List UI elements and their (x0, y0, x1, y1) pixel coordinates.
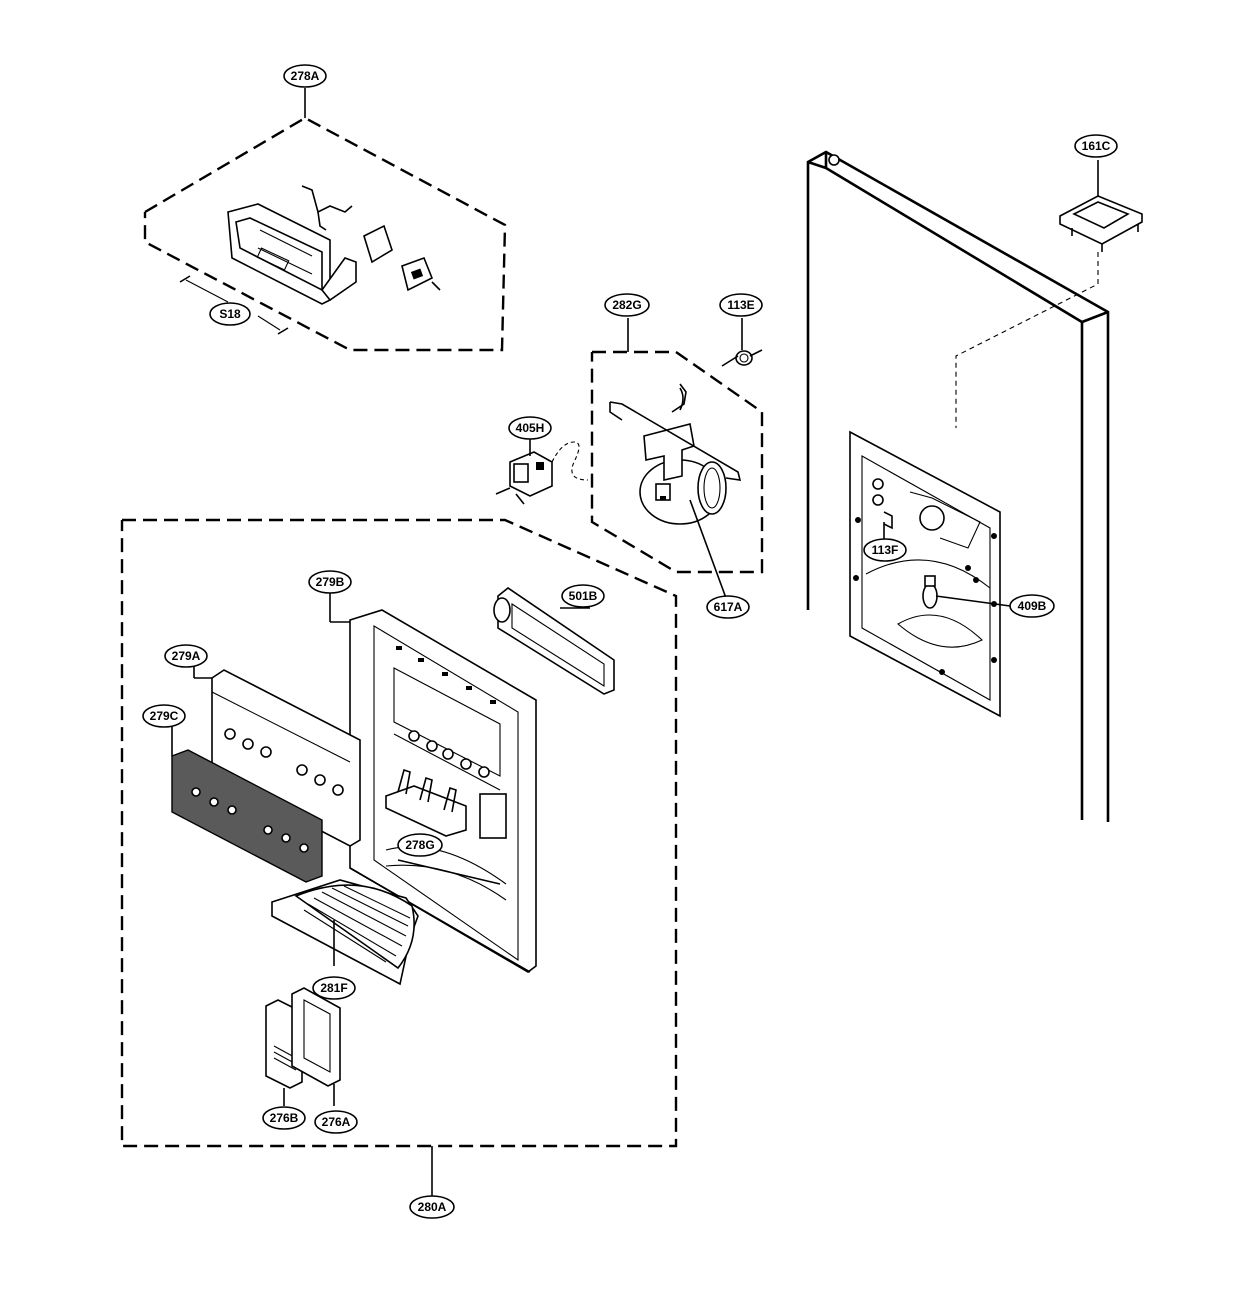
svg-text:113E: 113E (727, 298, 754, 312)
svg-text:113F: 113F (872, 543, 899, 557)
callout-281F: 281F (312, 976, 356, 1000)
svg-text:501B: 501B (569, 589, 598, 603)
callout-113F: 113F (863, 538, 907, 562)
cap-161C-part (1059, 160, 1143, 252)
assembly-278A (143, 88, 507, 352)
svg-text:282G: 282G (612, 298, 641, 312)
svg-text:405H: 405H (516, 421, 545, 435)
callout-405H: 405H (508, 416, 552, 440)
svg-text:280A: 280A (418, 1200, 447, 1214)
callout-279C: 279C (142, 704, 186, 728)
svg-text:279A: 279A (172, 649, 201, 663)
door-panel (806, 150, 1110, 822)
svg-text:279C: 279C (150, 709, 179, 723)
assembly-280A (120, 518, 678, 1196)
callout-279A: 279A (164, 644, 208, 668)
svg-text:281F: 281F (320, 981, 347, 995)
callout-501B: 501B (561, 584, 605, 608)
gasket-plate-part (363, 224, 393, 264)
bulb-409B-part (922, 583, 938, 609)
assembly-282G (590, 318, 764, 574)
svg-text:S18: S18 (219, 307, 241, 321)
tray-281F-part (271, 879, 419, 986)
small-switch-part (401, 256, 441, 292)
dispenser-housing-part (227, 185, 357, 305)
svg-text:276A: 276A (322, 1115, 351, 1129)
callout-113E: 113E (719, 293, 763, 317)
callout-617A: 617A (706, 595, 750, 619)
svg-text:279B: 279B (316, 575, 345, 589)
lever-278G-leader (397, 859, 501, 885)
motor-617A-part (609, 383, 742, 525)
svg-text:278A: 278A (291, 69, 320, 83)
frame-276A-part (291, 987, 341, 1106)
callout-278A: 278A (283, 64, 327, 88)
callout-276B: 276B (262, 1106, 306, 1130)
svg-text:617A: 617A (714, 600, 743, 614)
callout-278G: 278G (397, 833, 443, 857)
screws-S18 (179, 275, 289, 335)
callout-276A: 276A (314, 1110, 358, 1134)
spring-113E-part (721, 318, 763, 367)
switch-405H-part (495, 440, 589, 505)
callout-409B: 409B (1009, 594, 1055, 618)
svg-text:278G: 278G (405, 838, 434, 852)
callout-282G: 282G (604, 293, 650, 317)
callout-279B: 279B (308, 570, 352, 594)
callout-280A: 280A (409, 1195, 455, 1219)
svg-text:409B: 409B (1018, 599, 1047, 613)
filter-501B-part (493, 587, 615, 695)
callout-S18: S18 (209, 302, 251, 326)
svg-text:161C: 161C (1082, 139, 1111, 153)
callout-161C: 161C (1074, 134, 1118, 158)
mesh-279C-part (171, 720, 323, 883)
svg-text:276B: 276B (270, 1111, 299, 1125)
dispenser-recess (849, 430, 1001, 718)
